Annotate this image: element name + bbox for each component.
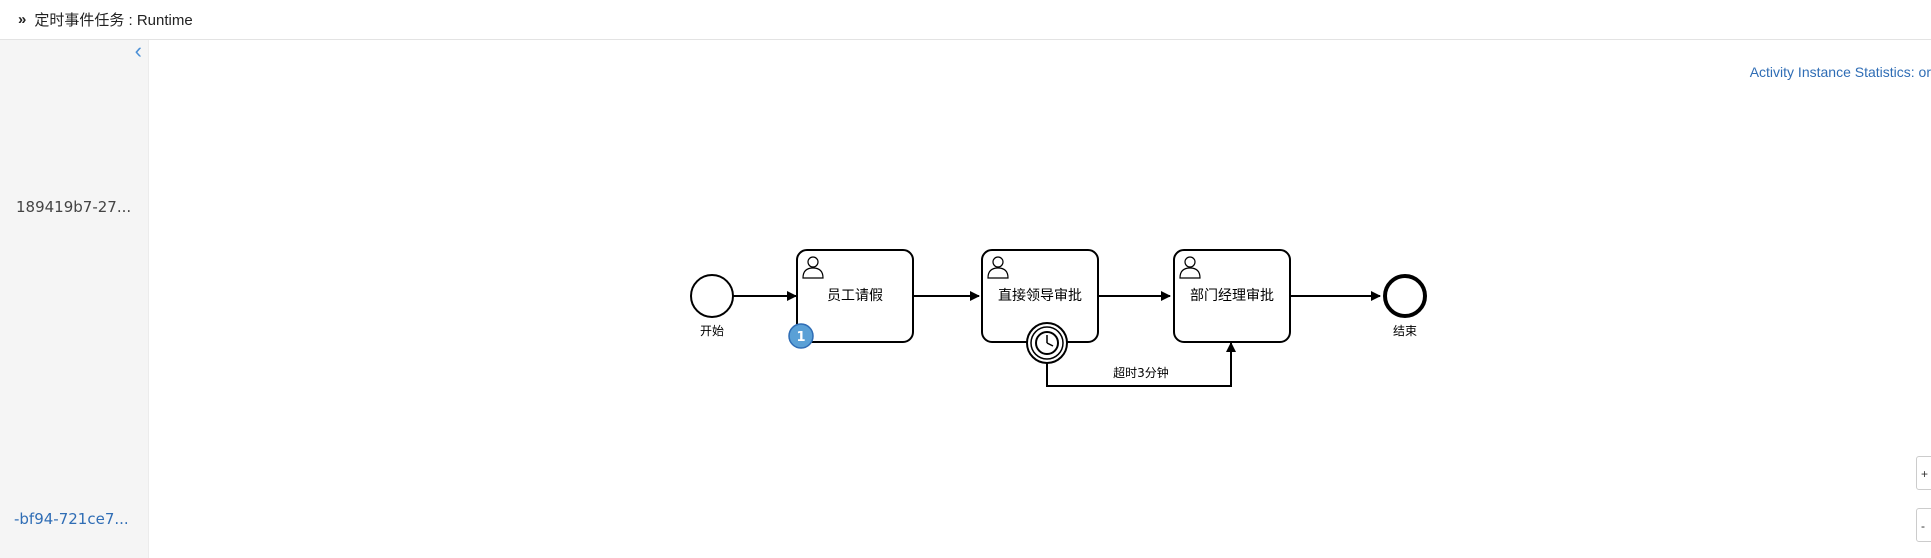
- zoom-in-button[interactable]: +: [1916, 456, 1931, 490]
- sidebar: ‹ 189419b7-27... -bf94-721ce7...: [0, 40, 149, 558]
- zoom-out-button[interactable]: -: [1916, 508, 1931, 542]
- task-employee-leave[interactable]: 员工请假: [796, 249, 914, 343]
- task-label: 直接领导审批: [998, 287, 1082, 304]
- user-task-icon: [1179, 256, 1201, 279]
- sidebar-instance-id-1: 189419b7-27...: [16, 198, 132, 216]
- clock-icon: [1035, 331, 1059, 355]
- task-dept-manager-approval[interactable]: 部门经理审批: [1173, 249, 1291, 343]
- breadcrumb-separator: »: [18, 11, 27, 28]
- end-event[interactable]: [1383, 274, 1427, 318]
- task-label: 部门经理审批: [1190, 288, 1274, 304]
- user-task-icon: [987, 256, 1009, 279]
- timer-boundary-event[interactable]: [1026, 322, 1068, 364]
- activity-instance-statistics-link[interactable]: Activity Instance Statistics: or: [1749, 64, 1931, 80]
- badge-count: 1: [796, 330, 805, 345]
- flow-timer-to-task3[interactable]: [1046, 342, 1236, 387]
- collapse-chevron-icon[interactable]: ‹: [134, 38, 142, 63]
- sidebar-instance-id-2[interactable]: -bf94-721ce7...: [14, 510, 129, 528]
- start-event-label: 开始: [700, 324, 724, 338]
- breadcrumb: » 定时事件任务 : Runtime: [0, 0, 1931, 40]
- user-task-icon: [802, 256, 824, 279]
- task-label: 员工请假: [827, 288, 883, 304]
- breadcrumb-title: 定时事件任务 : Runtime: [34, 12, 193, 29]
- end-event-label: 结束: [1393, 324, 1417, 338]
- instance-count-badge[interactable]: 1: [788, 323, 814, 349]
- start-event[interactable]: [690, 274, 734, 318]
- timer-flow-label: 超时3分钟: [1113, 365, 1169, 380]
